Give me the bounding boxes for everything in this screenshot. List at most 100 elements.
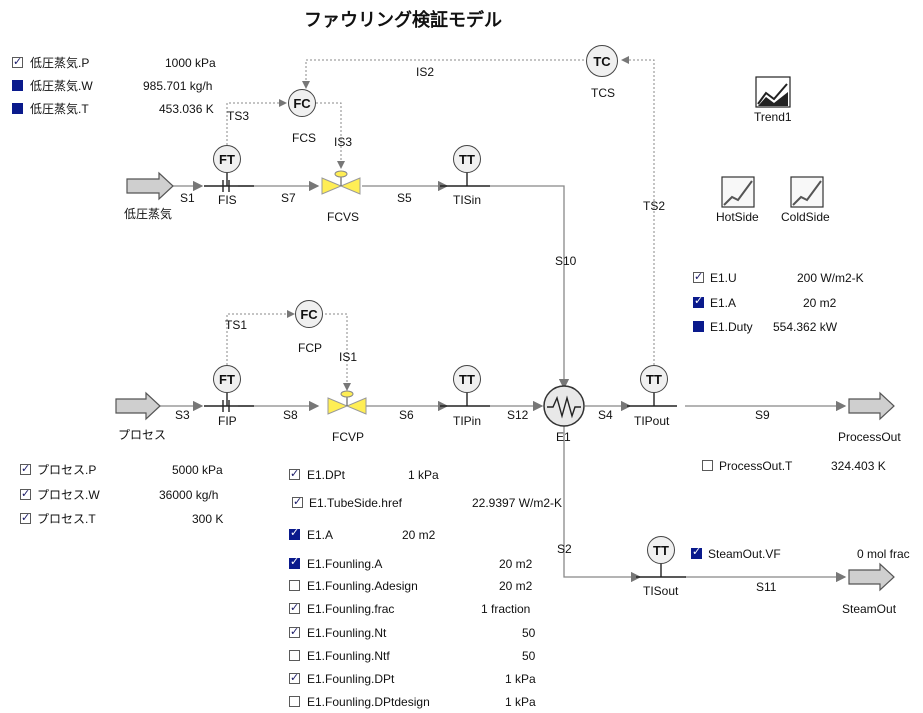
checkbox-fouling-dpt[interactable] — [289, 671, 300, 684]
fis-transmitter[interactable]: FT — [213, 145, 241, 173]
param-label: E1.Founling.A — [307, 557, 383, 571]
param-value: 5000 kPa — [172, 463, 223, 477]
fcvp-label: FCVP — [332, 430, 365, 444]
e1-label: E1 — [556, 430, 571, 444]
stream-s10-line — [490, 185, 570, 390]
param-value: 1 kPa — [505, 695, 536, 709]
param-label: E1.U — [710, 271, 737, 285]
stream-s5-label: S5 — [397, 191, 412, 205]
fcs-controller[interactable]: FC — [288, 89, 316, 117]
steam-feed-label: 低圧蒸気 — [124, 207, 173, 221]
param-value: 20 m2 — [803, 296, 837, 310]
steamout-label: SteamOut — [842, 602, 897, 616]
param-value: 1000 kPa — [165, 56, 216, 70]
coldside-label[interactable]: ColdSide — [781, 210, 830, 224]
hotside-chart-icon — [721, 176, 755, 208]
fip-transmitter[interactable]: FT — [213, 365, 241, 393]
param-value: 50 — [522, 626, 536, 640]
param-value: 0 mol frac — [857, 547, 910, 561]
checkbox-processout-t[interactable] — [702, 460, 713, 471]
fcs-tag: FCS — [292, 131, 316, 145]
fcvs-label: FCVS — [327, 210, 360, 224]
process-feed-arrow — [115, 391, 161, 421]
page-title: ファウリング検証モデル — [304, 10, 502, 30]
param-label: E1.Founling.DPtdesign — [307, 695, 430, 709]
param-label: E1.DPt — [307, 468, 346, 482]
signal-is2-label: IS2 — [416, 65, 435, 79]
tipin-transmitter[interactable]: TT — [453, 365, 481, 393]
param-label: 低圧蒸気.P — [30, 56, 90, 70]
param-label: プロセス.P — [37, 463, 97, 477]
param-label: プロセス.T — [37, 512, 96, 526]
param-value: 20 m2 — [402, 528, 436, 542]
fcp-controller[interactable]: FC — [295, 300, 323, 328]
signal-is1-label: IS1 — [339, 350, 358, 364]
tipin-tag: TIPin — [453, 414, 482, 428]
checkbox-fouling-ntf[interactable] — [289, 650, 300, 661]
checkbox-fouling-frac[interactable] — [289, 601, 300, 614]
fcvs-valve — [321, 170, 361, 195]
stream-s12-label: S12 — [507, 408, 529, 422]
param-value: 36000 kg/h — [159, 488, 219, 502]
fcp-tag: FCP — [298, 341, 322, 355]
param-label: E1.Founling.DPt — [307, 672, 395, 686]
processout-label: ProcessOut — [838, 430, 901, 444]
tisout-tag: TISout — [643, 584, 679, 598]
checkbox-fouling-nt[interactable] — [289, 625, 300, 638]
checkbox-e1-tubeside-href[interactable] — [292, 495, 303, 508]
param-value: 1 fraction — [481, 602, 531, 616]
signal-ts2-label: TS2 — [643, 199, 666, 213]
stream-s3-label: S3 — [175, 408, 190, 422]
signal-ts3-label: TS3 — [227, 109, 250, 123]
checkbox-e1-u[interactable] — [693, 270, 704, 283]
process-feed-label: プロセス — [118, 428, 167, 442]
checkbox-fouling-adesign[interactable] — [289, 580, 300, 591]
stream-s8-label: S8 — [283, 408, 298, 422]
checkbox-fouling-a[interactable] — [289, 555, 300, 569]
param-value: 22.9397 W/m2-K — [472, 496, 563, 510]
processout-arrow — [848, 391, 895, 421]
checkbox-steam-w[interactable] — [12, 80, 23, 91]
stream-s1-label: S1 — [180, 191, 195, 205]
signal-is1-line — [325, 313, 351, 391]
checkbox-process-t[interactable] — [20, 511, 31, 524]
stream-s7-label: S7 — [281, 191, 296, 205]
signal-ts3-line — [226, 99, 287, 145]
tisout-transmitter[interactable]: TT — [647, 536, 675, 564]
signal-ts1-label: TS1 — [225, 318, 248, 332]
signal-ts1-line — [226, 310, 295, 365]
tipout-transmitter[interactable]: TT — [640, 365, 668, 393]
stream-s4-label: S4 — [598, 408, 613, 422]
checkbox-e1-a2[interactable] — [289, 526, 300, 540]
checkbox-fouling-dptdesign[interactable] — [289, 696, 300, 707]
tisin-tag: TISin — [453, 193, 482, 207]
param-label: E1.Founling.Nt — [307, 626, 387, 640]
param-label: E1.Founling.Ntf — [307, 649, 390, 663]
stream-s10-label: S10 — [555, 254, 577, 268]
fis-tag: FIS — [218, 193, 237, 207]
tc-controller[interactable]: TC — [586, 45, 618, 77]
checkbox-steam-t[interactable] — [12, 103, 23, 114]
checkbox-steamout-vf[interactable] — [691, 545, 702, 559]
stream-s2-label: S2 — [557, 542, 572, 556]
trend1-label[interactable]: Trend1 — [754, 110, 792, 124]
signal-is2-line — [302, 59, 584, 89]
param-value: 20 m2 — [499, 579, 533, 593]
trend1-icon — [755, 76, 791, 108]
tisin-transmitter[interactable]: TT — [453, 145, 481, 173]
checkbox-e1-duty[interactable] — [693, 321, 704, 332]
checkbox-e1-a[interactable] — [693, 294, 704, 308]
hotside-label[interactable]: HotSide — [716, 210, 759, 224]
stream-s11-label: S11 — [756, 580, 777, 594]
checkbox-process-w[interactable] — [20, 487, 31, 500]
param-label: 低圧蒸気.T — [30, 102, 89, 116]
param-value: 1 kPa — [505, 672, 536, 686]
checkbox-steam-p[interactable] — [12, 55, 23, 68]
param-label: E1.Duty — [710, 320, 753, 334]
param-value: 20 m2 — [499, 557, 533, 571]
steamout-arrow — [848, 562, 895, 592]
stream-s6-label: S6 — [399, 408, 414, 422]
checkbox-e1-dpt[interactable] — [289, 467, 300, 480]
checkbox-process-p[interactable] — [20, 462, 31, 475]
